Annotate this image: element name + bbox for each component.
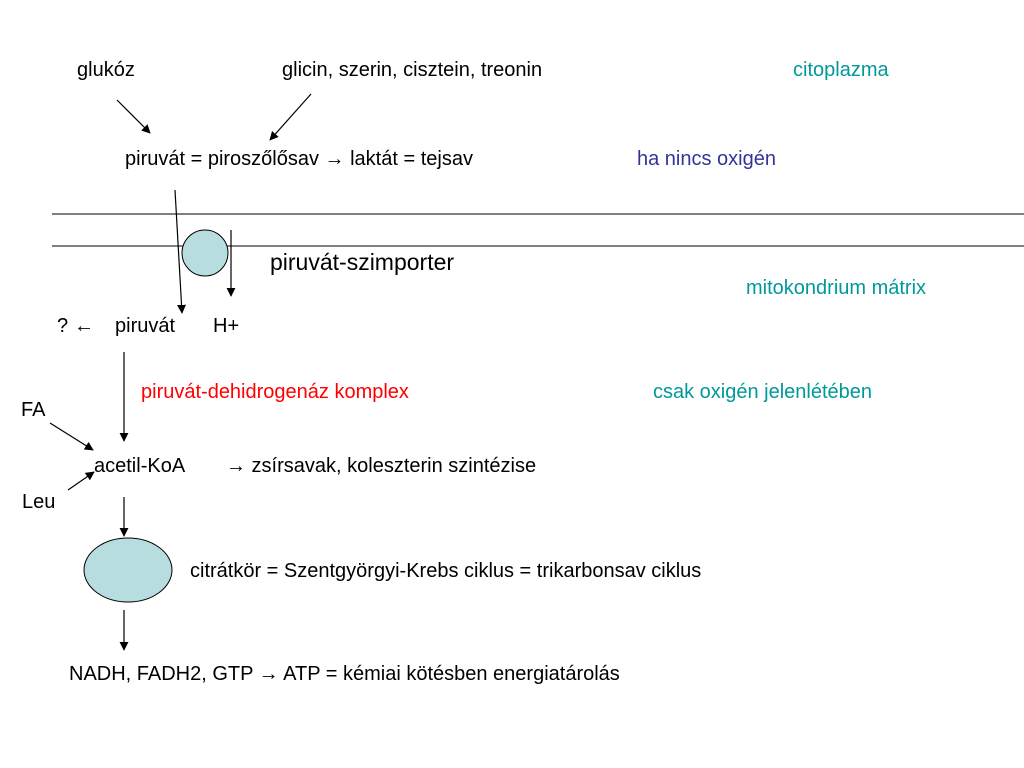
label-acetil-koa: acetil-KoA bbox=[94, 455, 186, 477]
label-question-mark: ? bbox=[57, 315, 69, 337]
label-proton: H+ bbox=[213, 315, 240, 337]
arrow-glukoz-to-piruvat bbox=[116, 99, 151, 134]
symporter-circle bbox=[181, 229, 229, 277]
label-leu: Leu bbox=[22, 491, 56, 513]
arrow-fa-to-acetilkoa bbox=[49, 422, 94, 451]
label-piruvat-laktat: piruvát = piroszőlősav → laktát = tejsav bbox=[125, 148, 473, 170]
label-citratkor: citrátkör = Szentgyörgyi-Krebs ciklus = … bbox=[190, 560, 702, 582]
arrow-leu-to-acetilkoa bbox=[67, 471, 95, 491]
label-ha-nincs-oxigen: ha nincs oxigén bbox=[637, 148, 776, 170]
label-mitokondrium-matrix: mitokondrium mátrix bbox=[746, 277, 927, 299]
citrate-cycle-circle bbox=[83, 537, 173, 603]
label-left-arrow: ← bbox=[74, 315, 94, 337]
arrow-piruvat-through-membrane bbox=[174, 189, 187, 314]
label-zsirsavak: → zsírsavak, koleszterin szintézise bbox=[226, 455, 537, 477]
label-csak-oxigen: csak oxigén jelenlétében bbox=[653, 381, 873, 403]
label-pdh-complex: piruvát-dehidrogenáz komplex bbox=[141, 381, 409, 403]
label-citoplazma: citoplazma bbox=[793, 59, 889, 81]
label-fa: FA bbox=[21, 399, 46, 421]
label-piruvat: piruvát bbox=[115, 315, 176, 337]
label-glukoz: glukóz bbox=[77, 59, 135, 81]
label-nadh-atp: NADH, FADH2, GTP → ATP = kémiai kötésben… bbox=[69, 663, 620, 685]
label-aminoacids: glicin, szerin, cisztein, treonin bbox=[282, 59, 543, 81]
arrow-aminoacids-to-piruvat bbox=[269, 93, 312, 141]
label-piruvat-szimporter: piruvát-szimporter bbox=[270, 249, 455, 275]
